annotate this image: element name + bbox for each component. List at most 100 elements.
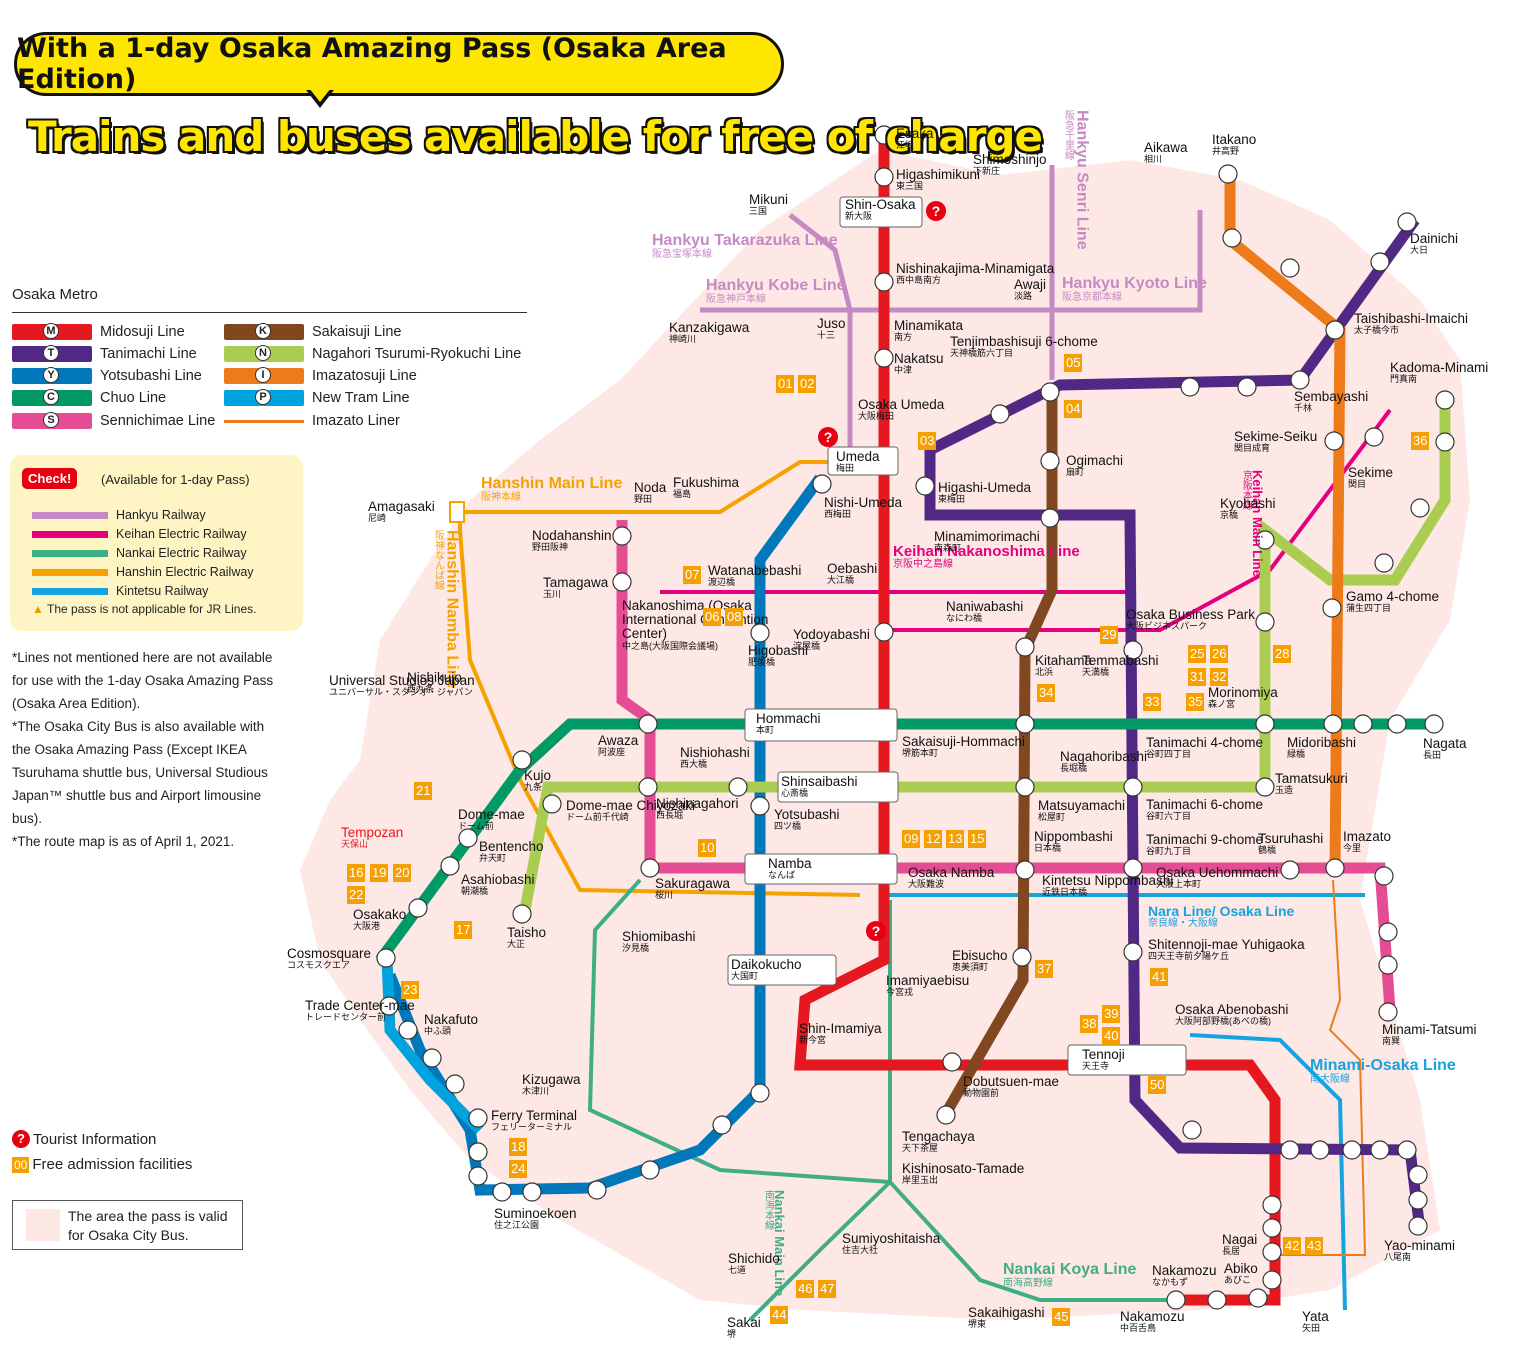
station-name-jp: 大江橋 <box>827 575 855 586</box>
station-name-jp: 新大阪 <box>845 211 873 222</box>
facility-number: 04 <box>1064 400 1083 418</box>
headline: Trains and buses available for free of c… <box>28 112 1043 161</box>
station-name-en: Osaka Abenobashi <box>1175 1002 1289 1017</box>
station-name-en: Kintetsu Nippombashi <box>1042 873 1174 888</box>
note-2: *The Osaka City Bus is also available wi… <box>12 719 268 826</box>
railway-label-jp: 阪急神戸本線 <box>706 293 766 305</box>
railway-label-en: Hankyu Takarazuka Line <box>652 232 838 249</box>
railway-label-en: Hankyu Senri Line <box>1073 110 1091 250</box>
station-name-jp: ドーム前千代崎 <box>566 812 629 823</box>
railway-label-jp: 阪急京都本線 <box>1062 291 1122 303</box>
station-name-en: Tanimachi 9-chome <box>1146 832 1264 847</box>
station-name-jp: 西長堀 <box>656 810 684 821</box>
station-name-jp: 堺東 <box>968 1319 987 1330</box>
station-name-en: Taishibashi-Imaichi <box>1354 311 1469 326</box>
facility-number: 05 <box>1064 354 1083 372</box>
station-name-jp: 谷町六丁目 <box>1146 811 1192 822</box>
station-name-en: Nishikujo <box>407 670 462 685</box>
facility-number: 40 <box>1102 1027 1121 1045</box>
station-name-jp: 松屋町 <box>1038 812 1066 823</box>
facility-number: 38 <box>1080 1015 1099 1033</box>
station-name-jp: 玉川 <box>543 589 562 600</box>
station-name-jp: あびこ <box>1224 1275 1252 1286</box>
railway-label-en: Keihan Nakanoshima Line <box>893 543 1080 560</box>
railway-label-jp: 奈良線・大阪線 <box>1148 917 1218 929</box>
interchange-boxes <box>727 196 1187 1076</box>
station-name-en: Fukushima <box>673 475 740 490</box>
station-name-jp: 淀屋橋 <box>793 641 821 652</box>
legend-keihan: Keihan Electric Railway <box>32 527 247 541</box>
station-name-en: Nakanoshima (Osaka International Convent… <box>622 598 769 642</box>
station-name-jp: なにわ橋 <box>946 613 983 624</box>
station-name-en: Tenjimbashisuji 6-chome <box>950 334 1098 349</box>
station-name-jp: 井高野 <box>1212 146 1240 157</box>
station-name-jp: 動物園前 <box>963 1088 1000 1099</box>
station-name-jp: 堺 <box>727 1329 737 1340</box>
station-name-jp: 南方 <box>894 332 913 343</box>
station-name-jp: 本町 <box>756 725 775 736</box>
newtram-line <box>381 959 484 1134</box>
legend-nankai: Nankai Electric Railway <box>32 546 247 560</box>
station-name-jp: 鶴橋 <box>1258 845 1277 856</box>
station-name-jp: 神崎川 <box>669 334 697 345</box>
facility-number: 37 <box>1035 960 1054 978</box>
station-name-jp: 中津 <box>894 365 913 376</box>
station-name-jp: 朝潮橋 <box>461 886 489 897</box>
station-name-jp: 九条 <box>524 782 543 793</box>
station-name-jp: ドーム前 <box>458 821 494 832</box>
station-name-en: Shitennoji-mae Yuhigaoka <box>1148 937 1305 952</box>
station-name-jp: 渡辺橋 <box>708 577 736 588</box>
station-name-en: Minami-Tatsumi <box>1382 1022 1477 1037</box>
station-name-jp: 蒲生四丁目 <box>1346 603 1392 614</box>
station-name-jp: 大阪ビジネスパーク <box>1126 621 1208 632</box>
station-name-en: Kizugawa <box>522 1072 581 1087</box>
facility-number: 43 <box>1305 1237 1324 1255</box>
station-name-jp: 大阪上本町 <box>1156 879 1202 890</box>
station-name-jp: 大日 <box>1410 245 1429 256</box>
station-name-en: Aikawa <box>1144 140 1188 155</box>
railway-label-en: Nankai Koya Line <box>1003 1261 1137 1278</box>
station-name-jp: 大正 <box>507 939 526 950</box>
railway-label-jp: 阪急宝塚本線 <box>652 248 712 260</box>
station-name-en: Dobutsuen-mae <box>963 1074 1060 1089</box>
railway-label-jp: 南海高野線 <box>1003 1277 1053 1289</box>
station-name-en: Tengachaya <box>902 1129 975 1144</box>
station-name-en: Esaka <box>896 126 934 141</box>
notes: *Lines not mentioned here are not availa… <box>12 646 286 853</box>
railway-label-en: Hanshin Main Line <box>481 475 623 492</box>
station-name-en: Osaka Umeda <box>858 397 945 412</box>
kintetsu-lines <box>885 893 1365 1311</box>
station-name-en: Dome-mae Chiyozaki <box>566 798 696 813</box>
